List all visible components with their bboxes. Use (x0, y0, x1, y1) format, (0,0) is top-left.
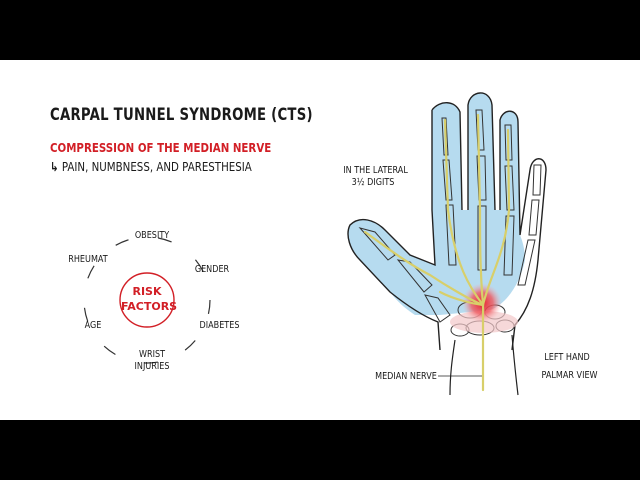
risk-wrist-injuries: WRIST INJURIES (131, 349, 174, 373)
hand-view-label: LEFT HAND PALMAR VIEW (541, 352, 598, 382)
subtitle-compression: COMPRESSION OF THE MEDIAN NERVE (50, 140, 272, 155)
return-arrow-icon: ↳ (50, 159, 59, 174)
cycle-dashed-ring (83, 236, 211, 364)
view-line-2: PALMAR VIEW (541, 370, 598, 381)
hand-illustration (347, 92, 547, 396)
risk-center-line-1: RISK (132, 285, 162, 298)
risk-rheumat: RHEUMAT (68, 254, 108, 265)
page-title: CARPAL TUNNEL SYNDROME (CTS) (50, 105, 313, 125)
forearm-outline (449, 334, 519, 396)
lateral-line-2: 3½ DIGITS (351, 177, 395, 188)
median-nerve-label: MEDIAN NERVE (375, 371, 437, 382)
risk-gender: GENDER (194, 264, 230, 275)
wrist-line-1: WRIST (138, 349, 166, 360)
risk-factors-center: RISK FACTORS (121, 284, 178, 314)
risk-obesity: OBESITY (134, 230, 170, 241)
view-line-1: LEFT HAND (544, 352, 590, 363)
risk-center-ring (119, 272, 175, 328)
risk-diabetes: DIABETES (199, 320, 240, 331)
hand-outline (347, 92, 547, 351)
risk-age: AGE (84, 320, 102, 331)
phalanges (358, 109, 542, 323)
symptoms-text: PAIN, NUMBNESS, AND PARESTHESIA (61, 159, 252, 174)
median-nerve-branches (363, 113, 511, 392)
lateral-line-1: IN THE LATERAL (343, 165, 408, 176)
median-nerve-area (348, 92, 525, 315)
lateral-digits-label: IN THE LATERAL 3½ DIGITS (343, 165, 408, 189)
subtitle-symptoms: ↳PAIN, NUMBNESS, AND PARESTHESIA (50, 159, 252, 174)
slide-canvas: CARPAL TUNNEL SYNDROME (CTS) COMPRESSION… (0, 60, 640, 420)
risk-factor-cycle (83, 236, 211, 364)
risk-center-line-2: FACTORS (121, 300, 178, 313)
wrist-line-2: INJURIES (134, 361, 170, 372)
